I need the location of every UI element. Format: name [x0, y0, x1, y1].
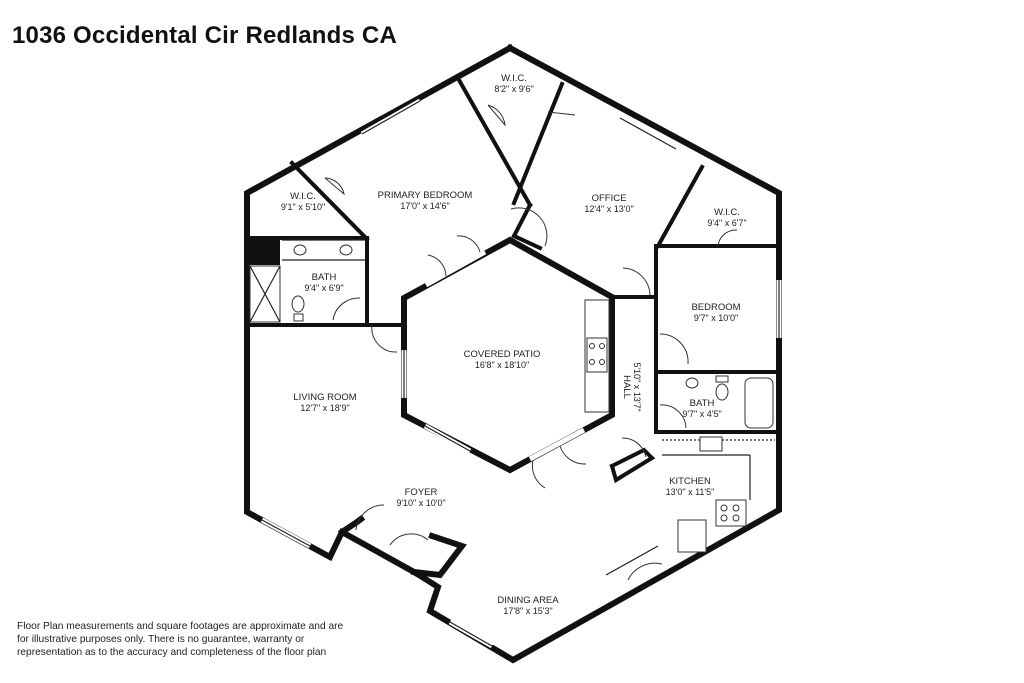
wic-top-name: W.I.C. [501, 73, 527, 84]
living-room-name: LIVING ROOM [293, 392, 356, 403]
living-room-dims: 12'7" x 18'9" [300, 403, 349, 413]
patio-openings [401, 249, 586, 462]
exterior-windows [260, 98, 782, 649]
office-dims: 12'4" x 13'0" [584, 204, 633, 214]
covered-patio-name: COVERED PATIO [464, 349, 541, 360]
bedroom-dims: 9'7" x 10'0" [694, 313, 738, 323]
primary-bedroom-name: PRIMARY BEDROOM [378, 190, 473, 201]
hall-dims: 5'10" x 13'7" [632, 362, 642, 411]
covered-patio-dims: 16'8" x 18'10" [475, 360, 529, 370]
disclaimer-text: Floor Plan measurements and square foota… [17, 621, 344, 658]
wic-left-name: W.I.C. [290, 191, 316, 202]
foyer-name: FOYER [405, 487, 438, 498]
office-name: OFFICE [592, 193, 627, 204]
bedroom-name: BEDROOM [691, 302, 740, 313]
bath-left-name: BATH [312, 272, 337, 283]
foyer-dims: 9'10" x 10'0" [396, 498, 445, 508]
kitchen-name: KITCHEN [669, 476, 711, 487]
doors [324, 104, 738, 581]
kitchen-dims: 13'0" x 11'5" [666, 487, 715, 497]
plan-title: 1036 Occidental Cir Redlands CA [12, 22, 397, 49]
room-labels: W.I.C. 8'2" x 9'6" W.I.C. 9'1" x 5'10" P… [281, 73, 747, 616]
bath-right-dims: 9'7" x 4'5" [682, 409, 721, 419]
dining-area-dims: 17'8" x 15'3" [503, 606, 552, 616]
wic-top-dims: 8'2" x 9'6" [494, 84, 533, 94]
hall-name: HALL [621, 375, 632, 399]
bath-right-name: BATH [690, 398, 715, 409]
wic-right-name: W.I.C. [714, 207, 740, 218]
closet-fixtures [248, 239, 774, 553]
exterior-walls [244, 43, 782, 664]
primary-bedroom-dims: 17'0" x 14'6" [400, 201, 449, 211]
dining-area-name: DINING AREA [497, 595, 559, 606]
wic-right-dims: 9'4" x 6'7" [707, 218, 746, 228]
wic-left-dims: 9'1" x 5'10" [281, 202, 325, 212]
bath-left-dims: 9'4" x 6'9" [304, 283, 343, 293]
